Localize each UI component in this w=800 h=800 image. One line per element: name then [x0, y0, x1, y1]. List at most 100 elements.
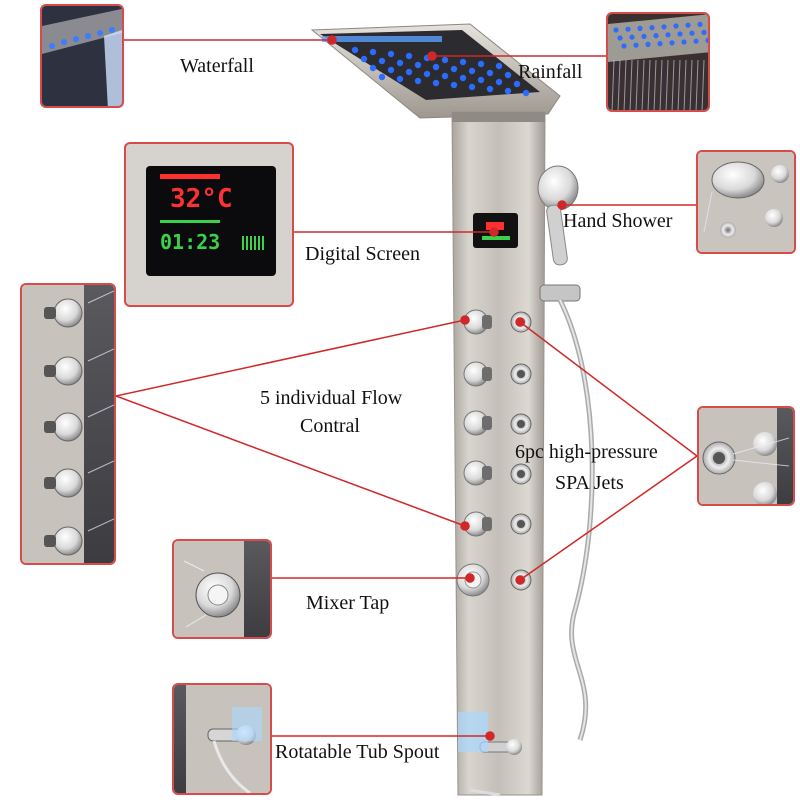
rain-head-led — [495, 78, 503, 86]
rain-head-led — [396, 59, 404, 67]
flow-inset-knob — [53, 298, 83, 328]
rain-head-led — [522, 89, 530, 97]
screen-temperature: 32°C — [170, 184, 233, 214]
rainfall-led — [669, 40, 675, 46]
rainfall-drop — [653, 59, 657, 110]
flow-inset-knob — [53, 412, 83, 442]
flow-inset-spray — [87, 348, 114, 362]
rainfall-drop — [623, 59, 627, 110]
rainfall-led — [617, 35, 623, 41]
spa-jets-inset-graphic — [699, 408, 793, 504]
rain-head-led — [432, 79, 440, 87]
rainfall-drop — [629, 59, 633, 110]
waterfall-inset — [40, 4, 124, 108]
rainfall-led — [685, 22, 691, 28]
rainfall-led — [613, 27, 619, 33]
rain-head-led — [387, 50, 395, 58]
waterfall-inset-graphic — [42, 6, 122, 106]
rain-head-led — [504, 87, 512, 95]
label-digital-screen: Digital Screen — [305, 243, 420, 265]
rain-head-led — [459, 74, 467, 82]
rainfall-led — [633, 42, 639, 48]
label-flow-control-line2: Contral — [300, 415, 360, 437]
flow-inset-knob-stem — [44, 307, 56, 319]
rainfall-drop — [659, 59, 663, 110]
rain-head-led — [450, 65, 458, 73]
rain-head-led — [486, 69, 494, 77]
tub-spout — [458, 712, 522, 755]
flow-control-knob-stem — [482, 315, 492, 329]
rain-head-led — [378, 73, 386, 81]
rainfall-drop — [635, 59, 639, 110]
flow-inset-knob-stem — [44, 365, 56, 377]
label-spa-jets-line2: SPA Jets — [555, 472, 624, 494]
rainfall-led — [681, 39, 687, 45]
rain-head-led — [369, 64, 377, 72]
rainfall-drop — [665, 59, 669, 110]
rain-head-led — [369, 48, 377, 56]
rain-head-led — [423, 70, 431, 78]
hand-shower-inset-graphic — [698, 152, 794, 252]
rainfall-drop — [671, 59, 675, 110]
flow-control-knob-stem — [482, 466, 492, 480]
spa-jet-center — [517, 470, 525, 478]
digital-screen-inset: 32°C 01:23 — [124, 142, 294, 307]
flow-inset-knob-stem — [44, 421, 56, 433]
label-flow-control-line1: 5 individual Flow — [260, 387, 403, 409]
rain-head-led — [351, 46, 359, 54]
rain-head-led — [414, 61, 422, 69]
rainfall-led — [645, 41, 651, 47]
label-mixer-tap: Mixer Tap — [306, 592, 390, 614]
rain-head-led — [477, 60, 485, 68]
rainfall-led — [689, 30, 695, 36]
rainfall-led — [657, 41, 663, 47]
rainfall-drop — [695, 59, 699, 110]
rainfall-drop — [683, 59, 687, 110]
rain-head-led — [477, 76, 485, 84]
rain-head-led — [459, 58, 467, 66]
label-spa-jets-line1: 6pc high-pressure — [515, 441, 658, 463]
flow-inset-spray — [87, 404, 114, 418]
tub-spout-inset — [172, 683, 272, 795]
rain-head-led — [405, 52, 413, 60]
rain-head-led — [486, 85, 494, 93]
rainfall-inset — [606, 12, 710, 112]
rainfall-drop — [641, 59, 645, 110]
flow-inset-knob-stem — [44, 535, 56, 547]
rainfall-led — [661, 24, 667, 30]
flow-inset-spray — [87, 290, 114, 304]
flow-inset-knob — [53, 526, 83, 556]
rain-head-led — [450, 81, 458, 89]
rainfall-drop — [689, 59, 693, 110]
rain-head-led — [432, 63, 440, 71]
rainfall-led — [625, 26, 631, 32]
rain-head-led — [468, 83, 476, 91]
rainfall-drop — [677, 59, 681, 110]
mixer-tap-inset — [172, 539, 272, 639]
rain-head-led — [504, 71, 512, 79]
rain-head-led — [414, 77, 422, 85]
rain-head-led — [387, 66, 395, 74]
rainfall-led — [637, 25, 643, 31]
spa-jet-center — [517, 370, 525, 378]
rainfall-led — [673, 23, 679, 29]
rainfall-inset-graphic — [608, 14, 708, 110]
flow-inset-knob-stem — [44, 477, 56, 489]
rainfall-drop — [701, 59, 705, 110]
rain-head-led — [513, 80, 521, 88]
flow-control-knobs — [463, 309, 492, 537]
flow-control-knob-stem — [482, 367, 492, 381]
rainfall-drop — [617, 59, 621, 110]
shower-panel — [310, 23, 561, 796]
screen-face: 32°C 01:23 — [146, 166, 276, 276]
rain-head-led — [378, 57, 386, 65]
rain-head-led — [441, 56, 449, 64]
spa-jet-center — [517, 520, 525, 528]
label-tub-spout: Rotatable Tub Spout — [275, 741, 440, 763]
rainfall-led — [629, 34, 635, 40]
screen-signal-bars — [242, 236, 264, 250]
label-hand-shower: Hand Shower — [563, 210, 673, 232]
screen-time: 01:23 — [160, 230, 221, 254]
callout-lines — [115, 35, 698, 741]
